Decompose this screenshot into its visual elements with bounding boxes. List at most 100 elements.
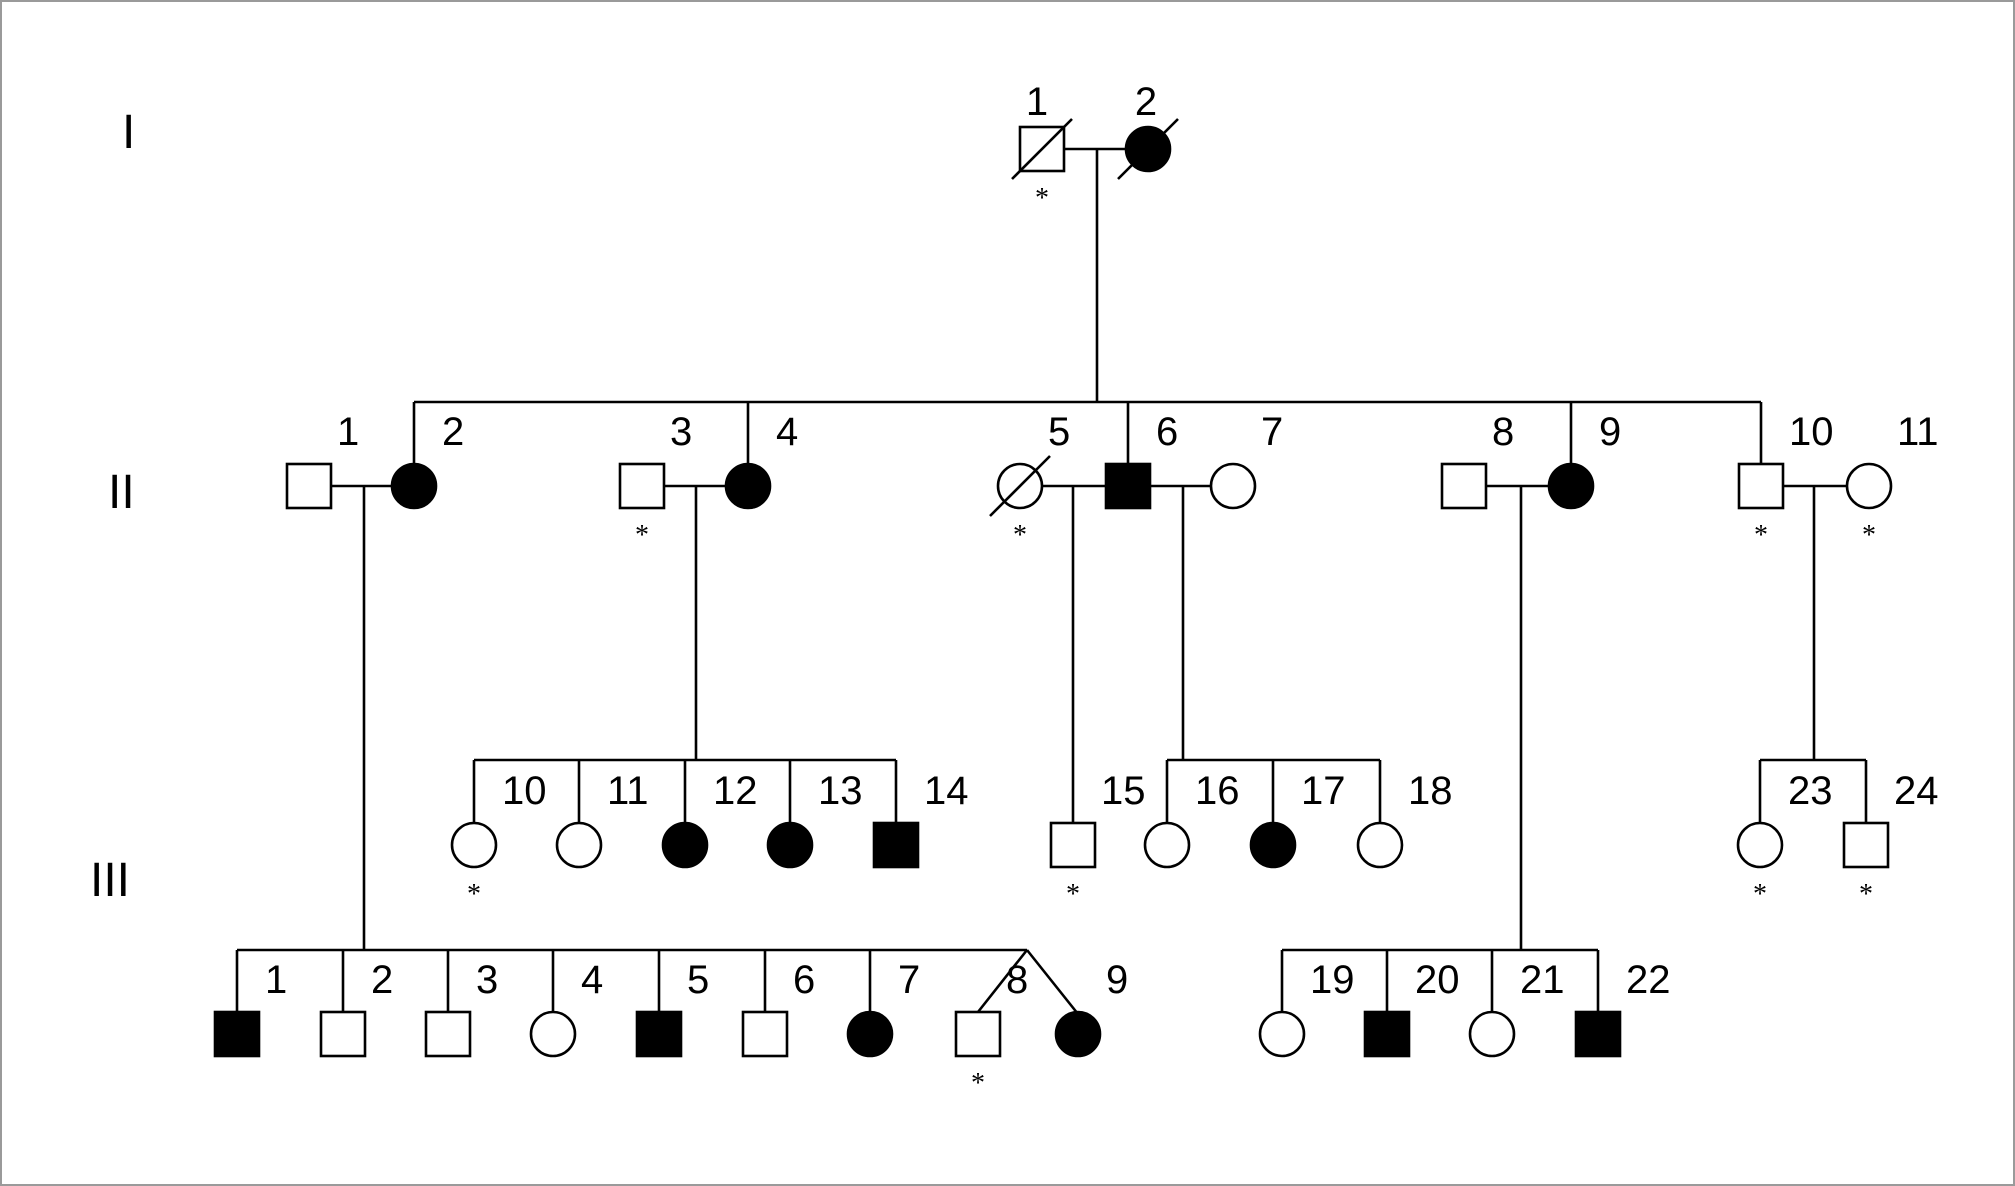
male-symbol — [1363, 1010, 1411, 1058]
individual-number-label: 3 — [670, 410, 692, 454]
individual-number-label: 11 — [1897, 410, 1939, 454]
individual-iii-5: 5 — [635, 958, 709, 1058]
generation-label-1: I — [122, 106, 135, 159]
pedigree-connectors — [235, 147, 1868, 1015]
female-symbol — [450, 821, 498, 869]
individual-number-label: 14 — [924, 769, 969, 813]
individual-iii-16: 16 — [1143, 769, 1240, 869]
individual-ii-6: 6 — [1104, 410, 1178, 510]
male-symbol — [1737, 462, 1785, 510]
individual-iii-19: 19 — [1258, 958, 1355, 1058]
individual-ii-9: 9 — [1547, 410, 1621, 510]
individual-number-label: 18 — [1408, 769, 1453, 813]
individual-number-label: 9 — [1106, 958, 1128, 1002]
individual-number-label: 23 — [1788, 769, 1833, 813]
individual-iii-15: 15* — [1049, 769, 1146, 910]
individual-number-label: 10 — [1789, 410, 1834, 454]
examined-asterisk: * — [1013, 520, 1027, 551]
male-symbol — [1440, 462, 1488, 510]
male-symbol — [741, 1010, 789, 1058]
individual-iii-17: 17 — [1249, 769, 1346, 869]
individual-number-label: 3 — [476, 958, 498, 1002]
individual-number-label: 24 — [1894, 769, 1939, 813]
individual-number-label: 4 — [581, 958, 603, 1002]
individual-number-label: 9 — [1599, 410, 1621, 454]
male-symbol — [319, 1010, 367, 1058]
male-symbol — [285, 462, 333, 510]
individual-number-label: 17 — [1301, 769, 1346, 813]
female-symbol — [1845, 462, 1893, 510]
examined-asterisk: * — [971, 1068, 985, 1099]
individual-number-label: 19 — [1310, 958, 1355, 1002]
individual-number-label: 8 — [1492, 410, 1514, 454]
male-symbol — [1574, 1010, 1622, 1058]
individual-ii-3: 3* — [618, 410, 692, 551]
individual-iii-3: 3 — [424, 958, 498, 1058]
examined-asterisk: * — [467, 879, 481, 910]
male-symbol — [213, 1010, 261, 1058]
individual-iii-7: 7 — [846, 958, 920, 1058]
individual-number-label: 2 — [442, 410, 464, 454]
individual-number-label: 8 — [1006, 958, 1028, 1002]
individual-number-label: 10 — [502, 769, 547, 813]
examined-asterisk: * — [635, 520, 649, 551]
female-symbol — [390, 462, 438, 510]
individual-iii-2: 2 — [319, 958, 393, 1058]
examined-asterisk: * — [1753, 879, 1767, 910]
male-symbol — [635, 1010, 683, 1058]
male-symbol — [618, 462, 666, 510]
individual-iii-1: 1 — [213, 958, 287, 1058]
male-symbol — [1104, 462, 1152, 510]
individual-iii-11: 11 — [555, 769, 649, 869]
individual-iii-8: 8* — [954, 958, 1028, 1099]
male-symbol — [872, 821, 920, 869]
individual-iii-20: 20 — [1363, 958, 1460, 1058]
female-symbol — [1209, 462, 1257, 510]
individual-i-1: 1* — [1011, 80, 1073, 214]
individual-iii-18: 18 — [1356, 769, 1453, 869]
female-symbol — [1258, 1010, 1306, 1058]
female-symbol — [846, 1010, 894, 1058]
deceased-slash — [989, 455, 1051, 517]
individual-number-label: 5 — [1048, 410, 1070, 454]
individual-number-label: 13 — [818, 769, 863, 813]
individual-iii-13: 13 — [766, 769, 863, 869]
individual-ii-5: 5* — [989, 410, 1070, 551]
female-symbol — [1143, 821, 1191, 869]
individual-number-label: 22 — [1626, 958, 1671, 1002]
individual-iii-14: 14 — [872, 769, 969, 869]
female-symbol — [529, 1010, 577, 1058]
deceased-slash — [1117, 118, 1179, 180]
individual-iii-12: 12 — [661, 769, 758, 869]
individual-i-2: 2 — [1117, 80, 1179, 180]
individual-ii-1: 1 — [285, 410, 359, 510]
examined-asterisk: * — [1066, 879, 1080, 910]
female-symbol — [661, 821, 709, 869]
individual-number-label: 1 — [265, 958, 287, 1002]
female-symbol — [1736, 821, 1784, 869]
individual-number-label: 12 — [713, 769, 758, 813]
individual-number-label: 1 — [1026, 80, 1048, 124]
individual-ii-10: 10 * — [1737, 410, 1834, 551]
individual-number-label: 5 — [687, 958, 709, 1002]
male-symbol — [424, 1010, 472, 1058]
individual-ii-4: 4 — [724, 410, 798, 510]
individual-ii-2: 2 — [390, 410, 464, 510]
individual-iii-10: 10 * — [450, 769, 547, 910]
examined-asterisk: * — [1035, 183, 1049, 214]
individual-number-label: 7 — [898, 958, 920, 1002]
individual-ii-11: 11* — [1845, 410, 1939, 551]
individual-iii-4: 4 — [529, 958, 603, 1058]
generation-label-2: II — [108, 466, 135, 519]
female-symbol — [1468, 1010, 1516, 1058]
individual-iii-23: 23 * — [1736, 769, 1833, 910]
individual-number-label: 7 — [1261, 410, 1283, 454]
female-symbol — [766, 821, 814, 869]
deceased-slash — [1011, 118, 1073, 180]
female-symbol — [1249, 821, 1297, 869]
examined-asterisk: * — [1754, 520, 1768, 551]
female-symbol — [1547, 462, 1595, 510]
